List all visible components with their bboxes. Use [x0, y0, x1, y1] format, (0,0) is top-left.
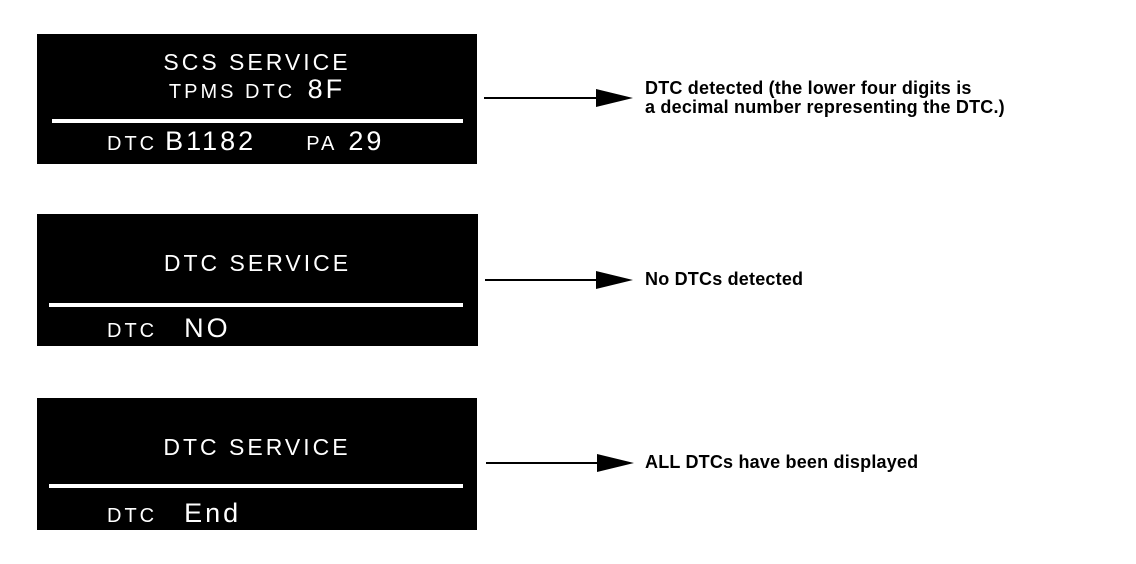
display-title: SCS SERVICE	[163, 49, 351, 75]
pa-value: 29	[348, 126, 385, 156]
display-subtitle-label: TPMS DTC	[168, 81, 296, 103]
annotation-no-dtcs: No DTCs detected	[645, 269, 804, 289]
dtc-code-value: B1182	[165, 126, 257, 156]
dtc-status-value: End	[184, 498, 242, 528]
display-bottom-line: DTC NO	[107, 313, 231, 344]
dtc-label: DTC	[107, 320, 158, 342]
arrow-line	[486, 462, 598, 464]
annotation-line: a decimal number representing the DTC.)	[645, 96, 1005, 117]
display-title: DTC SERVICE	[163, 250, 352, 276]
annotation-line: DTC detected (the lower four digits is	[645, 78, 972, 98]
display-bottom-line: DTC B1182 PA 29	[107, 126, 384, 157]
annotation-dtc-detected: DTC detected (the lower four digits is a…	[645, 79, 1005, 116]
arrow-line	[484, 97, 598, 99]
display-panel-scs-service: SCS SERVICE TPMS DTC 8F DTC B1182 PA 29	[37, 34, 477, 164]
arrow-right-icon	[596, 271, 633, 289]
display-separator-line	[49, 303, 463, 307]
arrow-right-icon	[596, 89, 633, 107]
arrow-line	[485, 279, 598, 281]
display-subtitle-line: TPMS DTC 8F	[37, 74, 477, 105]
pa-label: PA	[306, 133, 338, 155]
display-panel-dtc-no: DTC SERVICE DTC NO	[37, 214, 478, 346]
arrow-right-icon	[597, 454, 634, 472]
dtc-label: DTC	[107, 133, 158, 155]
display-bottom-line: DTC End	[107, 498, 241, 529]
display-separator-line	[52, 119, 463, 123]
display-title: DTC SERVICE	[163, 434, 351, 460]
annotation-all-dtcs-displayed: ALL DTCs have been displayed	[645, 452, 919, 472]
dtc-status-value: NO	[184, 313, 231, 343]
display-panel-dtc-end: DTC SERVICE DTC End	[37, 398, 477, 530]
display-subtitle-value: 8F	[307, 74, 346, 104]
dtc-label: DTC	[107, 505, 158, 527]
display-separator-line	[49, 484, 463, 488]
